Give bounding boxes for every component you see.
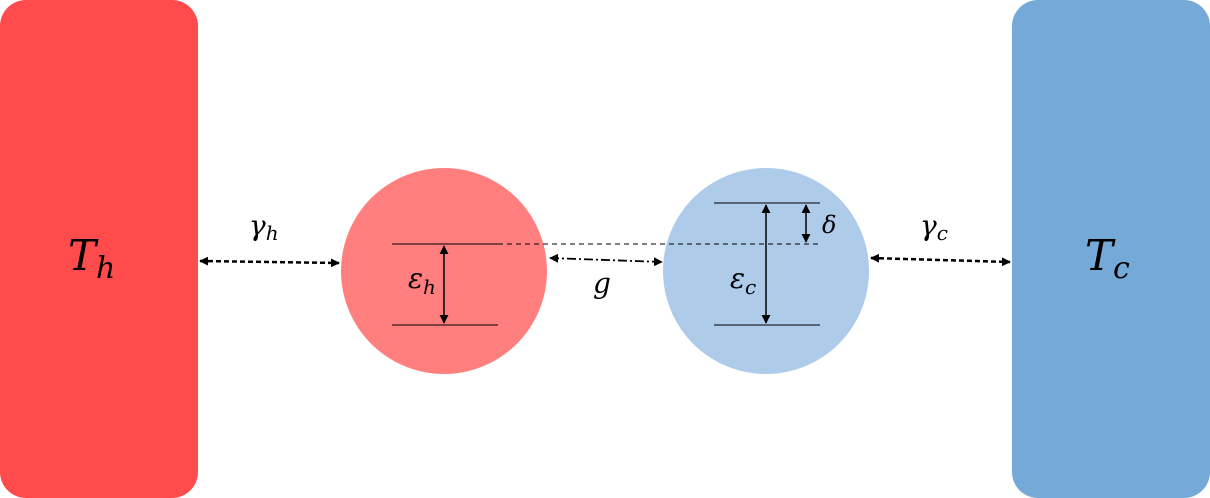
- hot-qubit-energy-label: εh: [408, 262, 436, 299]
- cold-reservoir: [1012, 0, 1210, 498]
- qubit-coupling-arrow: [549, 253, 663, 267]
- cold-qubit-energy-subscript: c: [745, 275, 756, 299]
- cold-qubit-energy-label: εc: [730, 262, 756, 299]
- qubit-coupling-label: g: [593, 267, 611, 300]
- hot-coupling-subscript: h: [266, 221, 279, 245]
- hot-reservoir-subscript: h: [96, 251, 115, 286]
- cold-coupling-label: γc: [920, 209, 948, 245]
- cold-reservoir-label: Tc: [1085, 231, 1130, 286]
- hot-reservoir-label: Th: [68, 231, 115, 286]
- hot-coupling-arrow: [199, 256, 340, 268]
- detuning-label: δ: [822, 211, 836, 239]
- cold-reservoir-subscript: c: [1113, 251, 1130, 286]
- hot-reservoir: [0, 0, 198, 498]
- cold-coupling-arrow: [870, 253, 1011, 267]
- hot-coupling-label: γh: [249, 209, 279, 245]
- hot-qubit-energy-subscript: h: [423, 275, 436, 299]
- cold-coupling-subscript: c: [937, 221, 948, 245]
